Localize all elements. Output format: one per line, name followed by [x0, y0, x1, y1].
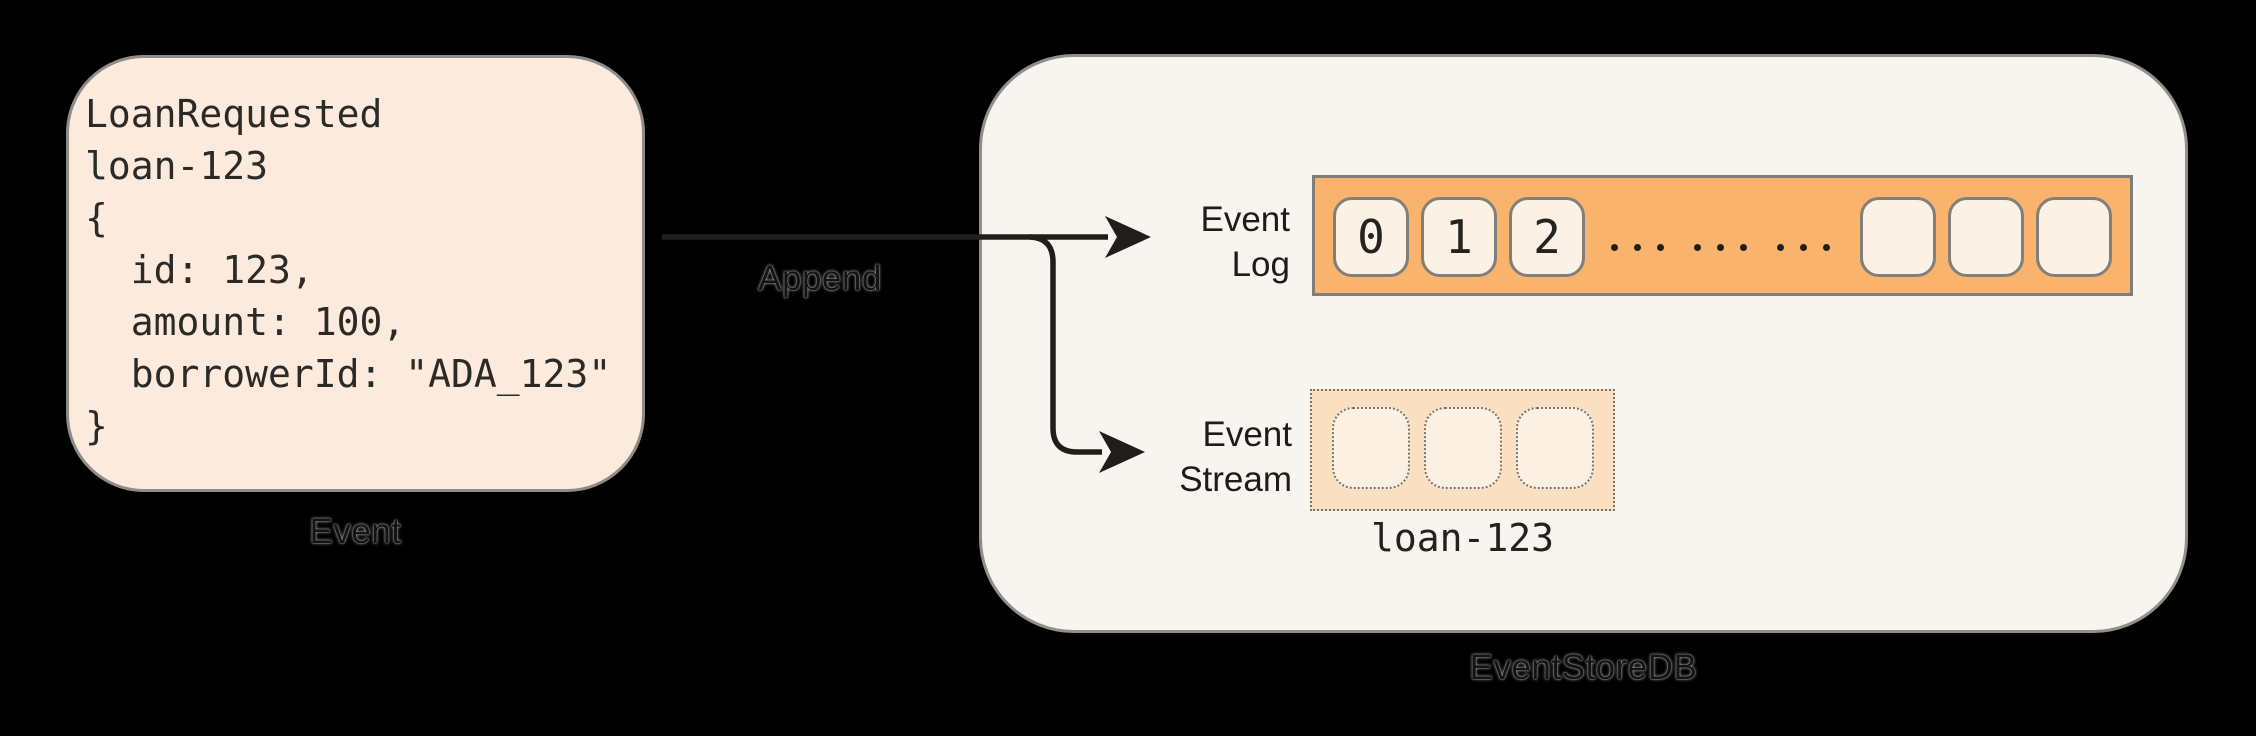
event-log-ellipsis-dots [1611, 244, 1830, 251]
ellipsis-dot [1694, 244, 1701, 251]
event-log-label: Event Log [1040, 197, 1291, 287]
event-log-label-line2: Log [1231, 245, 1290, 284]
event-stream-box [1310, 389, 1615, 511]
event-stream-cells [1332, 407, 1594, 489]
ellipsis-dot [1740, 244, 1747, 251]
event-log-empty-cells [1860, 197, 2112, 277]
event-stream-cell [1424, 407, 1502, 489]
ellipsis-dot-group [1777, 244, 1830, 251]
event-log-cell: 2 [1509, 197, 1585, 277]
ellipsis-dot [1823, 244, 1830, 251]
event-log-empty-cell [1860, 197, 1936, 277]
event-stream-cell [1332, 407, 1410, 489]
eventstoredb-box [979, 54, 2188, 633]
ellipsis-dot [1717, 244, 1724, 251]
append-arrow-label: Append [758, 259, 882, 298]
event-log-label-line1: Event [1200, 200, 1291, 239]
event-card-label: Event [309, 512, 402, 551]
eventstoredb-label: EventStoreDB [1469, 648, 1698, 687]
ellipsis-dot-group [1694, 244, 1747, 251]
event-log-empty-cell [1948, 197, 2024, 277]
event-stream-label-line1: Event [1202, 415, 1293, 454]
event-log-empty-cell [2036, 197, 2112, 277]
event-card: LoanRequested loan-123 { id: 123, amount… [66, 55, 645, 492]
event-log-cell: 1 [1421, 197, 1497, 277]
event-stream-cell [1516, 407, 1594, 489]
ellipsis-dot [1657, 244, 1664, 251]
ellipsis-dot [1777, 244, 1784, 251]
event-log-cell: 0 [1333, 197, 1409, 277]
event-stream-name: loan-123 [1370, 516, 1555, 560]
event-code: LoanRequested loan-123 { id: 123, amount… [85, 92, 612, 448]
event-stream-label-line2: Stream [1179, 460, 1292, 499]
ellipsis-dot [1611, 244, 1618, 251]
event-stream-label: Event Stream [1040, 412, 1292, 502]
ellipsis-dot [1800, 244, 1807, 251]
ellipsis-dot-group [1611, 244, 1664, 251]
ellipsis-dot [1634, 244, 1641, 251]
